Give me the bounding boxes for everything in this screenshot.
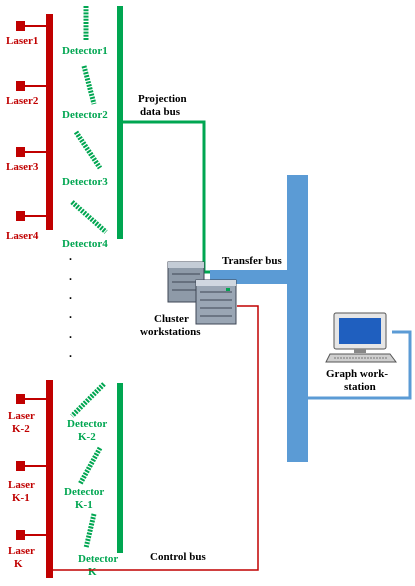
- laser-bar-top: [46, 14, 53, 230]
- graph-station-label-line2: station: [344, 381, 376, 393]
- detector-k-2-label-line1: Detector: [67, 418, 107, 430]
- server-rack-icon: [167, 261, 237, 325]
- projection-data-bus: [120, 120, 212, 274]
- laser-4-label: Laser4: [6, 230, 39, 242]
- detector-1-label: Detector1: [62, 45, 108, 57]
- laser-k-1-label-line2: K-1: [12, 492, 30, 504]
- ellipsis-dot: .: [69, 288, 72, 302]
- projection-bus-label-line2: data bus: [140, 106, 181, 118]
- transfer-bus-vertical: [287, 175, 308, 462]
- detector-arrays: [70, 6, 108, 549]
- laser-k-1-label-line1: Laser: [8, 479, 35, 491]
- laser-k-2-label-line1: Laser: [8, 410, 35, 422]
- laser-emitters: [16, 21, 46, 540]
- graph-station-label-line1: Graph work-: [326, 368, 388, 380]
- laser-3-label: Laser3: [6, 161, 39, 173]
- laser-bar-bottom: [46, 380, 53, 578]
- desktop-computer-icon: [325, 312, 397, 363]
- cluster-label-line2: workstations: [140, 326, 201, 338]
- transfer-bus-label: Transfer bus: [222, 255, 283, 267]
- ellipsis-dot: .: [69, 249, 72, 263]
- detector-4-label: Detector4: [62, 238, 108, 250]
- detector-2-label: Detector2: [62, 109, 108, 121]
- detector-k-1-label-line2: K-1: [75, 499, 93, 511]
- detector-k-label-line2: K: [88, 566, 97, 578]
- transfer-bus-to-graph: [308, 330, 412, 400]
- detector-k-1-label-line1: Detector: [64, 486, 104, 498]
- cluster-label-line1: Cluster: [154, 313, 189, 325]
- detector-k-2-label-line2: K-2: [78, 431, 96, 443]
- laser-2-label: Laser2: [6, 95, 39, 107]
- ellipsis-dot: .: [69, 307, 72, 321]
- ellipsis-dot: .: [69, 346, 72, 360]
- ellipsis-dot: .: [69, 269, 72, 283]
- control-bus: [50, 305, 259, 571]
- detector-k-label-line1: Detector: [78, 553, 118, 565]
- laser-k-2-label-line2: K-2: [12, 423, 30, 435]
- detector-3-label: Detector3: [62, 176, 108, 188]
- laser-k-label-line2: K: [14, 558, 23, 570]
- laser-k-label-line1: Laser: [8, 545, 35, 557]
- laser-1-label: Laser1: [6, 35, 38, 47]
- detector-bar-bottom: [117, 383, 123, 553]
- ellipsis-dot: .: [69, 327, 72, 341]
- control-bus-label: Control bus: [150, 551, 206, 563]
- projection-bus-label-line1: Projection: [138, 93, 187, 105]
